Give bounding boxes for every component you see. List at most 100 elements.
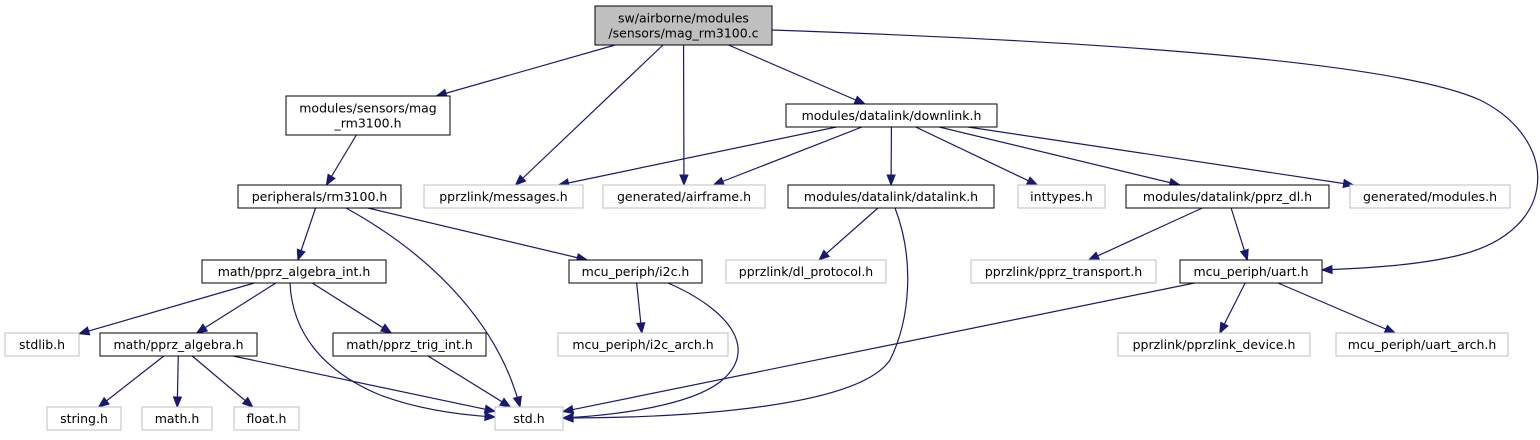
node-inttypes: inttypes.h [1017,184,1106,209]
edge-arrowhead [499,397,512,408]
edge-pprz_algebra-to-math [172,355,183,409]
node-label: pprzlink/pprz_transport.h [985,264,1142,279]
edge-line [713,126,863,186]
edge-root-to-downlink [728,44,867,105]
node-label: math/pprz_algebra.h [113,337,243,352]
edge-pprz_algebra-to-string [97,355,165,408]
edge-line [915,126,1038,186]
edge-arrowhead [1383,324,1397,334]
node-box [141,406,213,431]
edge-downlink-to-airframe [712,126,863,186]
node-box [785,103,998,128]
edge-arrowhead [1239,248,1249,262]
node-box [1335,332,1509,357]
edge-line [1277,282,1396,334]
node-rm3100-h[interactable]: peripherals/rm3100.h [237,184,402,209]
edge-arrowhead [561,412,574,423]
edge-root-to-messages [514,44,664,186]
edge-datalink-to-std [561,207,909,423]
node-pprz-algebra[interactable]: math/pprz_algebra.h [99,332,258,357]
node-box [1179,259,1323,284]
edge-line [427,355,511,408]
node-box [46,406,122,431]
edge-arrowhead [512,395,522,409]
node-datalink[interactable]: modules/datalink/datalink.h [787,184,995,209]
edge-downlink-to-pprz_dl [939,126,1182,188]
node-label: modules/datalink/downlink.h [802,108,982,123]
node-alg-int[interactable]: math/pprz_algebra_int.h [201,259,387,284]
edge-rm3100_h-to-i2c [367,207,589,263]
node-label: /sensors/mag_rm3100.c [608,26,758,41]
node-box [557,332,729,357]
edge-arrowhead [241,396,254,408]
edge-arrowhead [195,323,209,334]
node-label: generated/modules.h [1363,189,1497,204]
node-uart-arch: mcu_periph/uart_arch.h [1335,332,1509,357]
node-label: float.h [247,411,287,426]
node-label: modules/datalink/pprz_dl.h [1143,189,1312,204]
node-uart[interactable]: mcu_periph/uart.h [1179,259,1323,284]
nodes-layer: sw/airborne/modules/sensors/mag_rm3100.c… [4,5,1511,431]
node-mag-h[interactable]: modules/sensors/mag_rm3100.h [285,95,451,136]
node-pprzlink-device: pprzlink/pprzlink_device.h [1117,332,1311,357]
edge-arrowhead [561,404,575,415]
edge-arrowhead [325,173,336,187]
edge-line [289,282,496,418]
edge-root-to-uart [771,29,1539,275]
node-i2c[interactable]: mcu_periph/i2c.h [568,259,703,284]
node-box [594,5,773,46]
edge-line [191,355,254,408]
edge-arrowhead [853,95,867,105]
node-box [1349,184,1511,209]
node-pprz-dl[interactable]: modules/datalink/pprz_dl.h [1125,184,1330,209]
edge-line [558,126,837,186]
edge-alg_int-to-std [289,282,497,422]
node-label: pprzlink/dl_protocol.h [739,264,873,279]
edge-line [818,207,879,261]
node-label: mcu_periph/uart_arch.h [1348,337,1497,352]
node-string: string.h [46,406,122,431]
edge-downlink-to-gen_modules [967,126,1355,189]
node-gen-modules: generated/modules.h [1349,184,1511,209]
edge-arrowhead [712,176,725,186]
node-label: modules/datalink/datalink.h [804,189,978,204]
node-trig-int[interactable]: math/pprz_trig_int.h [332,332,487,357]
edge-arrowhead [77,326,91,336]
edge-arrowhead [1219,321,1229,335]
edge-arrowhead [1087,251,1101,261]
edge-line [771,29,1539,271]
node-box [1125,184,1330,209]
edge-pprz_dl-to-uart [1230,207,1249,262]
edges-layer [77,29,1539,423]
node-label: _rm3100.h [333,116,401,131]
node-box [237,184,402,209]
node-label: sw/airborne/modules [618,11,749,26]
edge-line [311,282,392,334]
edge-pprz_dl-to-pprz_transport [1087,207,1203,261]
node-label: string.h [60,411,108,426]
edge-arrowhead [484,411,497,422]
node-label: generated/airframe.h [617,189,751,204]
node-box [285,95,451,136]
edge-line [436,44,616,97]
edge-line [939,126,1180,186]
edge-line [98,355,165,408]
edge-arrowhead [483,404,497,414]
node-float: float.h [233,406,300,431]
edge-arrowhead [886,174,896,187]
edge-arrowhead [679,174,689,187]
edge-rm3100_h-to-alg_int [296,207,317,262]
edge-line [967,126,1354,186]
edge-arrowhead [818,249,831,261]
node-label: peripherals/rm3100.h [252,189,388,204]
edge-line [196,282,277,334]
node-box [787,184,995,209]
node-root[interactable]: sw/airborne/modules/sensors/mag_rm3100.c [594,5,773,46]
edge-i2c-to-std [561,282,739,423]
node-label: inttypes.h [1030,189,1093,204]
node-downlink[interactable]: modules/datalink/downlink.h [785,103,998,128]
edge-line [232,355,496,412]
edge-line [1088,207,1203,261]
edge-pprz_algebra-to-float [191,355,254,408]
